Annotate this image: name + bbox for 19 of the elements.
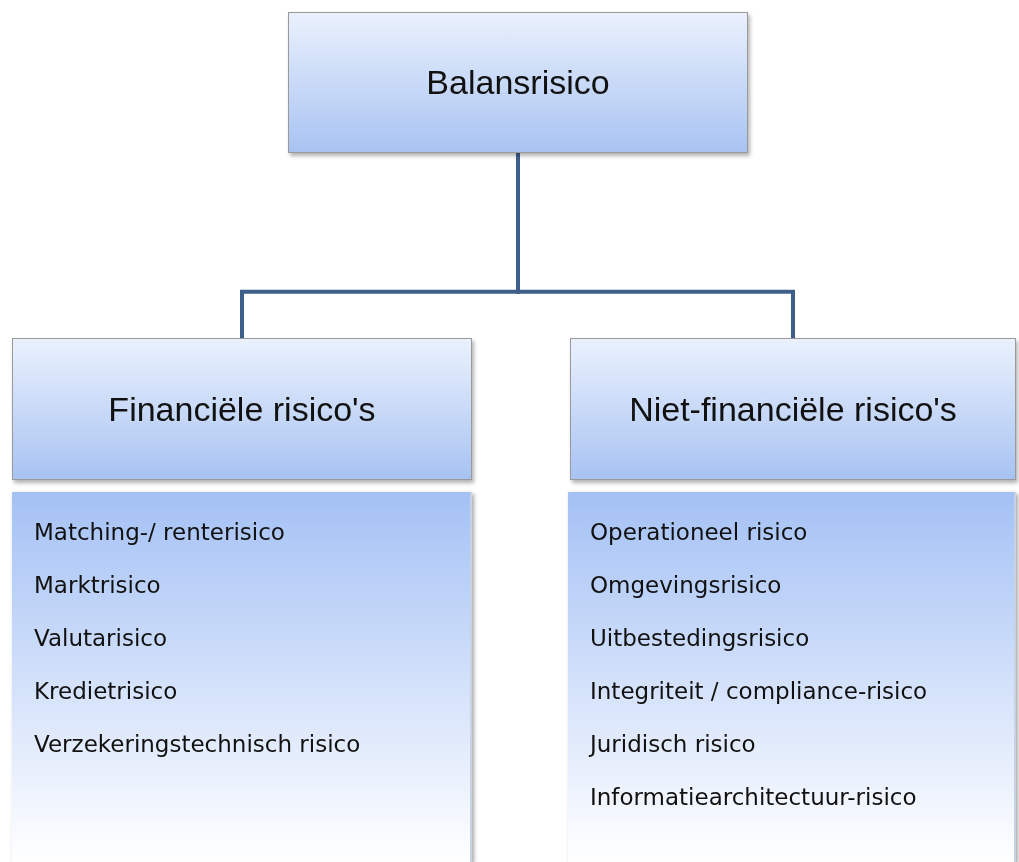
- box-label: Niet-financiële risico's: [629, 389, 957, 429]
- category-box: [12, 338, 472, 480]
- title-box: [288, 12, 748, 153]
- list-item: Uitbestedingsrisico: [590, 624, 811, 653]
- list-item: Omgevingsrisico: [590, 571, 783, 600]
- risk-list-panel: [12, 492, 472, 862]
- box-label: Balansrisico: [426, 63, 610, 102]
- list-item: Matching-/ renterisico: [34, 518, 286, 547]
- list-item: Verzekeringstechnisch risico: [34, 730, 362, 759]
- box-label: Financiële risico's: [108, 389, 376, 429]
- list-item: Operationeel risico: [590, 518, 809, 547]
- list-item: Kredietrisico: [34, 677, 179, 706]
- list-item: Informatiearchitectuur-risico: [590, 783, 918, 812]
- list-item: Juridisch risico: [590, 730, 757, 759]
- list-item: Valutarisico: [34, 624, 169, 653]
- list-item: Marktrisico: [34, 571, 162, 600]
- category-box: [570, 338, 1016, 480]
- risk-list-panel: [568, 492, 1016, 862]
- list-item: Integriteit / compliance-risico: [590, 677, 929, 706]
